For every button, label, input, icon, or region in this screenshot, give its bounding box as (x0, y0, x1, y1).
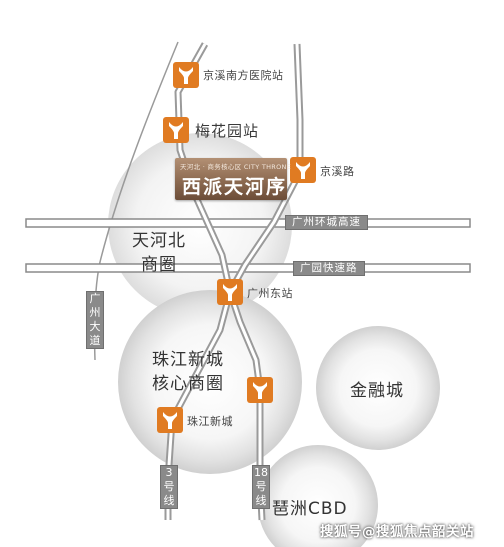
metro-icon-guangzhou-east (217, 279, 243, 305)
metro-icon-line18-zhujiang (247, 377, 273, 403)
district-label-pazhou: 琶洲CBD (272, 499, 348, 519)
metro-icon-jingxilu (290, 157, 316, 183)
road-label-guangyuan-expressway: 广园快速路 (293, 261, 365, 276)
metro-icon-meihuayuan (163, 117, 189, 143)
station-label-meihuayuan: 梅花园站 (195, 122, 260, 140)
road-ring-expressway (25, 218, 471, 228)
station-label-jingxi-nanfang: 京溪南方医院站 (203, 69, 284, 82)
road-label-guangzhou-avenue: 广州大道 (86, 291, 104, 349)
district-label-jinrongcheng: 金融城 (350, 381, 404, 401)
station-label-jingxilu: 京溪路 (320, 165, 355, 178)
project-brand-card: 天河北 · 商务核心区 CITY THRONE 西派天河序 (175, 158, 291, 200)
metro-icon-zhujiang-xincheng (157, 407, 183, 433)
district-label-zhujiang: 珠江新城核心商圈 (152, 350, 224, 394)
watermark: 搜狐号@搜狐焦点韶关站 (320, 524, 474, 540)
district-label-tianhebei: 天河北商圈 (132, 231, 186, 275)
metro-icon-jingxi-nanfang (173, 62, 199, 88)
district-halo-pazhou (258, 445, 378, 547)
district-halo-jinrongcheng (316, 326, 440, 450)
station-label-guangzhou-east: 广州东站 (247, 287, 293, 300)
road-label-ring-expressway: 广州环城高速 (285, 215, 368, 230)
station-label-zhujiang-xincheng: 珠江新城 (187, 415, 233, 428)
project-name: 西派天河序 (182, 176, 288, 198)
project-tagline: 天河北 · 商务核心区 CITY THRONE (180, 163, 292, 171)
